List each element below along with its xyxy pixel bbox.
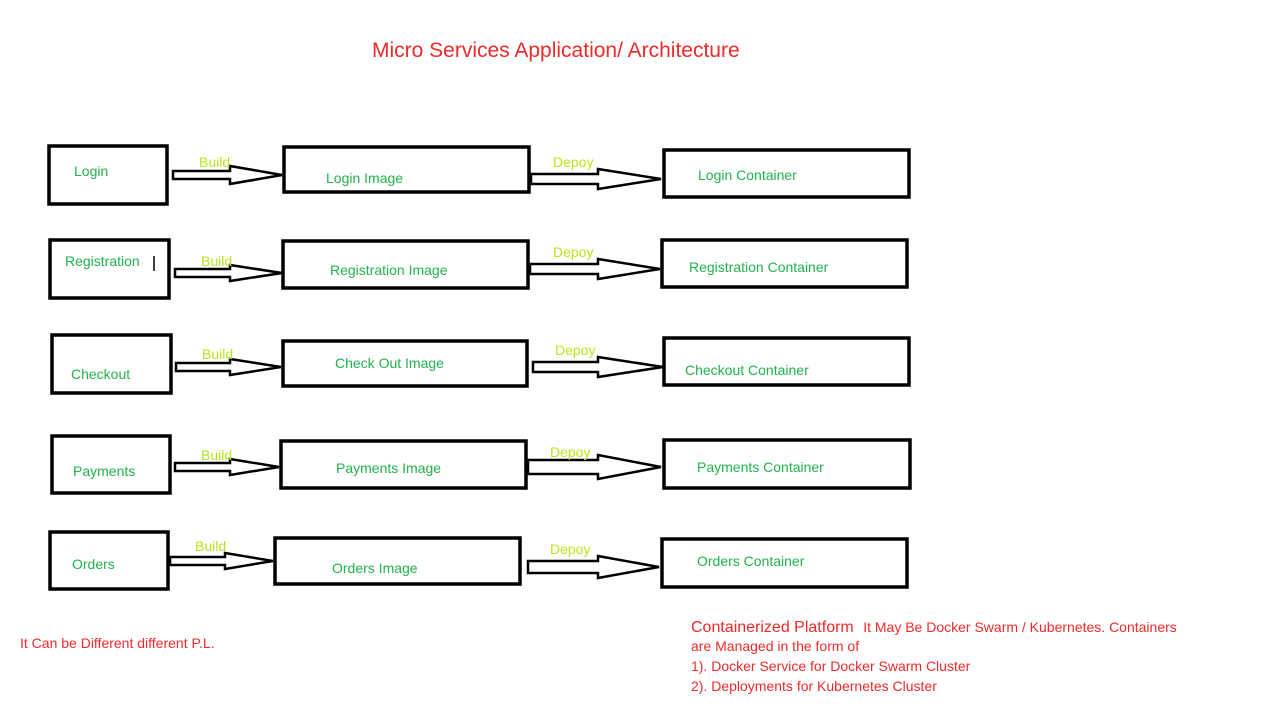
- build-arrow-login: [171, 164, 283, 186]
- deploy-label-payments: Depoy: [550, 444, 590, 460]
- platform-note-line3: 1). Docker Service for Docker Swarm Clus…: [691, 658, 971, 674]
- container-label-payments: Payments Container: [697, 459, 824, 475]
- image-label-registration: Registration Image: [330, 262, 448, 278]
- build-label-checkout: Build: [202, 346, 233, 362]
- container-label-registration: Registration Container: [689, 259, 829, 275]
- build-label-login: Build: [199, 154, 230, 170]
- container-box-login: [662, 148, 911, 199]
- container-label-login: Login Container: [698, 167, 797, 183]
- platform-note-line4: 2). Deployments for Kubernetes Cluster: [691, 678, 937, 694]
- deploy-arrow-checkout: [531, 355, 664, 379]
- service-box-registration: [48, 238, 171, 300]
- service-label-checkout: Checkout: [71, 366, 130, 382]
- row-payments: Payments Build Payments Image Depoy Paym…: [50, 434, 912, 495]
- platform-note: Containerized Platform It May Be Docker …: [691, 619, 1177, 694]
- build-label-payments: Build: [201, 447, 232, 463]
- row-orders: Orders Build Orders Image Depoy Orders C…: [48, 530, 909, 591]
- build-arrow-checkout: [174, 357, 282, 377]
- image-label-orders: Orders Image: [332, 560, 418, 576]
- image-box-checkout: [281, 339, 529, 388]
- service-box-payments: [50, 434, 172, 495]
- row-login: Login Build Login Image Depoy Login Cont…: [47, 144, 911, 206]
- platform-note-line1: Containerized Platform It May Be Docker …: [691, 619, 1177, 636]
- image-label-checkout: Check Out Image: [335, 355, 444, 371]
- deploy-arrow-payments: [526, 453, 662, 481]
- service-label-payments: Payments: [73, 463, 135, 479]
- deploy-arrow-login: [529, 167, 662, 191]
- left-note: It Can be Different different P.L.: [20, 635, 215, 651]
- service-box-orders: [48, 530, 170, 591]
- build-arrow-payments: [173, 457, 280, 477]
- deploy-label-checkout: Depoy: [555, 342, 595, 358]
- image-box-login: [282, 145, 531, 194]
- image-box-payments: [279, 439, 528, 490]
- build-label-orders: Build: [195, 538, 226, 554]
- container-box-checkout: [662, 336, 911, 387]
- platform-heading: Containerized Platform: [691, 619, 854, 636]
- platform-note-line2: are Managed in the form of: [691, 638, 859, 654]
- build-label-registration: Build: [201, 253, 232, 269]
- container-box-registration: [660, 238, 909, 289]
- service-label-registration: Registration: [65, 253, 140, 269]
- deploy-label-orders: Depoy: [550, 541, 590, 557]
- row-checkout: Checkout Build Check Out Image Depoy Che…: [50, 333, 911, 395]
- diagram-title: Micro Services Application/ Architecture: [372, 39, 740, 62]
- image-box-orders: [273, 536, 522, 586]
- service-label-orders: Orders: [72, 556, 115, 572]
- deploy-arrow-orders: [526, 554, 660, 580]
- build-arrow-orders: [168, 551, 274, 571]
- deploy-label-login: Depoy: [553, 154, 593, 170]
- service-label-login: Login: [74, 163, 108, 179]
- deploy-arrow-registration: [528, 257, 661, 281]
- deploy-label-registration: Depoy: [553, 244, 593, 260]
- container-label-checkout: Checkout Container: [685, 362, 809, 378]
- build-arrow-registration: [173, 263, 283, 283]
- container-label-orders: Orders Container: [697, 553, 805, 569]
- image-label-payments: Payments Image: [336, 460, 441, 476]
- row-registration: Registration Build Registration Image De…: [48, 238, 909, 300]
- service-box-checkout: [50, 333, 173, 395]
- image-box-registration: [281, 239, 530, 290]
- container-box-payments: [662, 438, 912, 490]
- container-box-orders: [660, 537, 909, 589]
- platform-description: It May Be Docker Swarm / Kubernetes. Con…: [863, 619, 1177, 635]
- image-label-login: Login Image: [326, 170, 403, 186]
- service-box-login: [47, 144, 169, 206]
